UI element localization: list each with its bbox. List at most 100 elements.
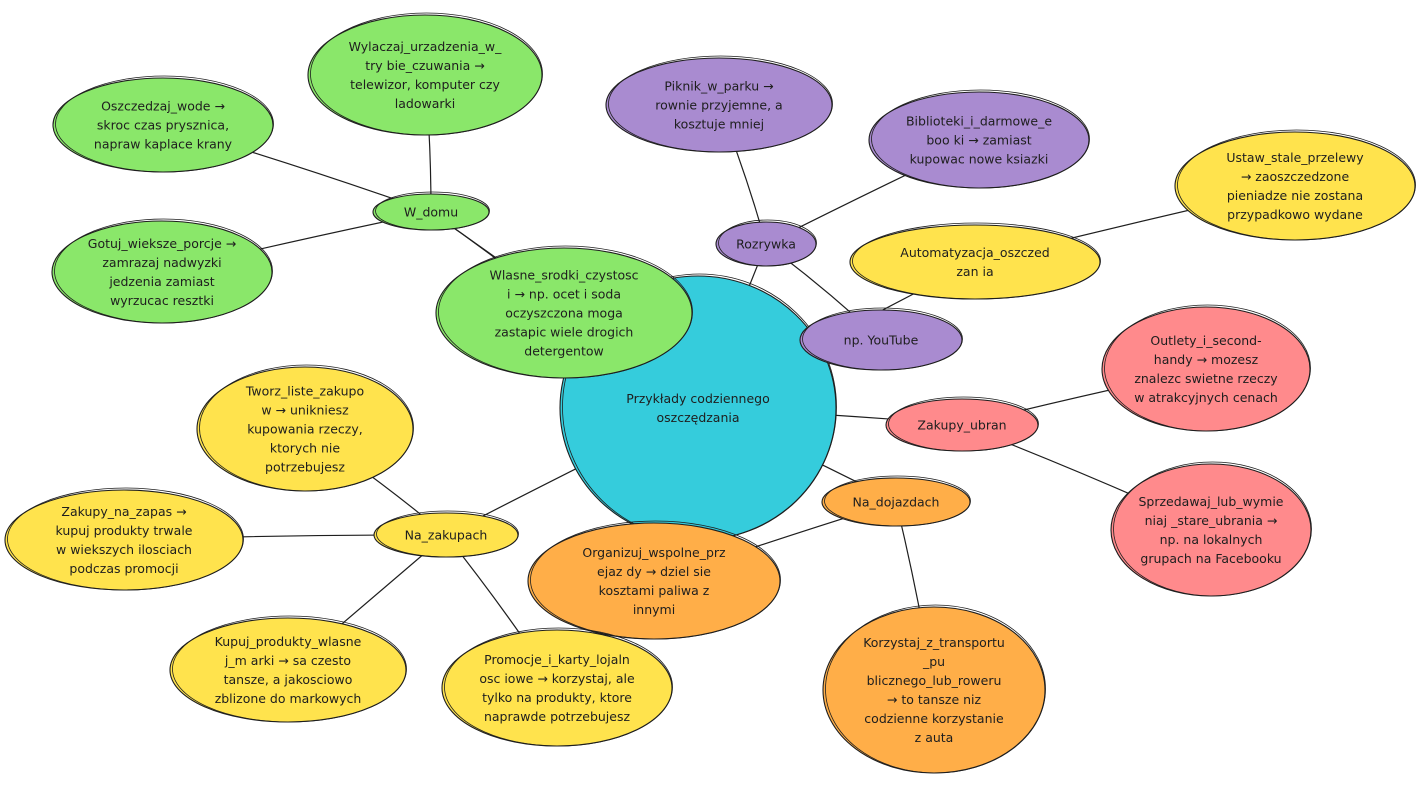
node-srodki-line-0: Wlasne_srodki_czystosc	[489, 268, 638, 283]
node-organizuj-line-2: kosztami paliwa z	[599, 583, 710, 598]
node-na-dojazdach[interactable]: Na_dojazdach	[821, 475, 971, 527]
node-piknik-sketch-outline	[608, 55, 833, 153]
node-na-zakupach-line-0: Na_zakupach	[405, 528, 488, 543]
node-gotuj-line-2: jedzenia zamiast	[108, 274, 214, 289]
node-oszczedzaj-wode[interactable]: Oszczedzaj_wode →skroc czas prysznica,na…	[52, 75, 274, 173]
node-promocje-line-2: tylko na produkty, ktore	[482, 690, 632, 705]
node-piknik[interactable]: Piknik_w_parku →rownie przyjemne, akoszt…	[605, 55, 833, 153]
node-kupuj-line-2: tansze, a jakosciowo	[224, 672, 353, 687]
node-wylaczaj-line-2: telewizor, komputer czy	[350, 77, 500, 92]
node-wylaczaj-line-1: try bie_czuwania →	[365, 58, 485, 73]
node-biblioteki-line-1: boo ki → zamiast	[926, 133, 1031, 148]
node-gotuj-sketch-outline	[54, 218, 273, 324]
node-zakupy-zapas[interactable]: Zakupy_na_zapas →kupuj produkty trwalew …	[4, 487, 244, 591]
node-na-dojazdach-line-0: Na_dojazdach	[853, 495, 940, 510]
node-promocje-sketch-outline	[444, 627, 673, 747]
node-center-line-0: Przykłady codziennego	[626, 391, 769, 406]
node-youtube-line-0: np. YouTube	[844, 333, 919, 348]
node-organizuj-bubble	[527, 522, 781, 640]
node-korzystaj-line-1: _pu	[922, 654, 945, 669]
node-ustaw-sketch-outline	[1177, 129, 1416, 241]
node-srodki-line-2: oczyszczona moga	[505, 306, 623, 321]
node-ustaw-line-2: pieniadze nie zostana	[1227, 188, 1363, 203]
node-biblioteki-line-2: kupowac nowe ksiazki	[910, 152, 1049, 167]
node-korzystaj-line-3: → to tansze niz	[887, 692, 982, 707]
node-rozrywka[interactable]: Rozrywka	[715, 219, 817, 267]
node-biblioteki[interactable]: Biblioteki_i_darmowe_eboo ki → zamiast ku…	[868, 89, 1090, 189]
node-w-domu-line-0: W_domu	[404, 205, 458, 220]
node-piknik-line-0: Piknik_w_parku →	[664, 79, 773, 94]
node-zakupy-zapas-sketch-outline	[7, 487, 244, 591]
node-automatyzacja-line-1: zan ia	[956, 264, 993, 279]
node-gotuj-line-3: wyrzucac resztki	[110, 293, 214, 308]
node-organizuj-line-0: Organizuj_wspolne_prz	[582, 545, 726, 560]
node-tworz-sketch-outline	[199, 364, 414, 492]
node-organizuj-sketch-outline	[530, 520, 781, 640]
node-organizuj-line-1: ejaz dy → dziel sie	[597, 564, 711, 579]
node-korzystaj-line-0: Korzystaj_z_transportu	[863, 635, 1005, 650]
node-kupuj-line-0: Kupuj_produkty_wlasne	[215, 634, 362, 649]
node-kupuj[interactable]: Kupuj_produkty_wlasne j_m arki → sa czest…	[169, 615, 407, 723]
node-promocje-bubble	[441, 629, 673, 747]
node-zakupy-zapas-line-0: Zakupy_na_zapas →	[61, 504, 186, 519]
node-promocje-line-0: Promocje_i_karty_lojaln	[484, 652, 630, 667]
node-outlety-sketch-outline	[1104, 304, 1311, 432]
node-outlety-line-2: znalezc swietne rzeczy	[1134, 371, 1278, 386]
node-tworz-line-1: w → unikniesz	[261, 403, 349, 418]
node-tworz-line-4: potrzebujesz	[265, 460, 345, 475]
node-wylaczaj[interactable]: Wylaczaj_urzadzenia_w_try bie_czuwania →…	[307, 12, 543, 136]
node-kupuj-line-1: j_m arki → sa czesto	[224, 653, 351, 668]
node-center-line-1: oszczędzania	[656, 410, 739, 425]
node-biblioteki-sketch-outline	[871, 89, 1090, 189]
node-zakupy-ubran[interactable]: Zakupy_ubran	[885, 396, 1039, 452]
node-kupuj-line-3: zblizone do markowych	[215, 691, 362, 706]
node-zakupy-zapas-line-2: w wiekszych ilosciach	[56, 542, 192, 557]
node-piknik-line-2: kosztuje mniej	[674, 117, 764, 132]
node-youtube[interactable]: np. YouTube	[799, 307, 963, 371]
node-w-domu-sketch-outline	[375, 191, 490, 231]
node-sprzedawaj-line-3: grupach na Facebooku	[1140, 551, 1281, 566]
node-tworz-line-3: ktorych nie	[270, 441, 340, 456]
node-korzystaj-line-2: blicznego_lub_roweru	[867, 673, 1002, 688]
node-wylaczaj-bubble	[307, 14, 543, 136]
node-gotuj-line-0: Gotuj_wieksze_porcje →	[88, 236, 236, 251]
node-kupuj-sketch-outline	[172, 615, 407, 723]
node-na-zakupach[interactable]: Na_zakupach	[373, 510, 519, 558]
node-srodki-line-3: zastapic wiele drogich	[495, 325, 634, 340]
node-zakupy-ubran-sketch-outline	[888, 396, 1039, 452]
node-w-domu[interactable]: W_domu	[372, 191, 490, 231]
node-gotuj[interactable]: Gotuj_wieksze_porcje →zamrazaj nadwyzkij…	[51, 218, 273, 324]
node-ustaw-line-3: przypadkowo wydane	[1227, 207, 1363, 222]
node-outlety-line-3: w atrakcyjnych cenach	[1134, 390, 1278, 405]
node-na-zakupach-sketch-outline	[376, 510, 519, 558]
node-ustaw[interactable]: Ustaw_stale_przelewy→ zaoszczedzonepieni…	[1174, 129, 1416, 241]
node-automatyzacja-sketch-outline	[852, 222, 1101, 300]
node-korzystaj[interactable]: Korzystaj_z_transportu _pu blicznego_lub_r…	[822, 604, 1046, 774]
node-outlety-bubble	[1101, 306, 1311, 432]
node-biblioteki-line-0: Biblioteki_i_darmowe_e	[906, 114, 1052, 129]
node-oszczedzaj-wode-sketch-outline	[55, 75, 274, 173]
node-youtube-sketch-outline	[802, 307, 963, 371]
node-korzystaj-line-5: z auta	[915, 730, 954, 745]
node-wylaczaj-sketch-outline	[310, 12, 543, 136]
node-korzystaj-line-4: codzienne korzystanie	[864, 711, 1004, 726]
node-promocje-line-3: naprawde potrzebujesz	[484, 709, 631, 724]
node-oszczedzaj-wode-line-2: napraw kaplace krany	[94, 137, 233, 152]
node-srodki-sketch-outline	[438, 245, 693, 379]
node-promocje-line-1: osc iowe → korzystaj, ale	[479, 671, 635, 686]
node-korzystaj-sketch-outline	[825, 604, 1046, 774]
node-sprzedawaj-line-2: np. na lokalnych	[1160, 532, 1263, 547]
node-zakupy-zapas-line-3: podczas promocji	[69, 561, 178, 576]
node-sprzedawaj-sketch-outline	[1113, 461, 1312, 597]
node-organizuj-line-3: innymi	[633, 602, 675, 617]
node-na-dojazdach-sketch-outline	[824, 475, 971, 527]
node-wylaczaj-line-0: Wylaczaj_urzadzenia_w_	[349, 39, 502, 54]
